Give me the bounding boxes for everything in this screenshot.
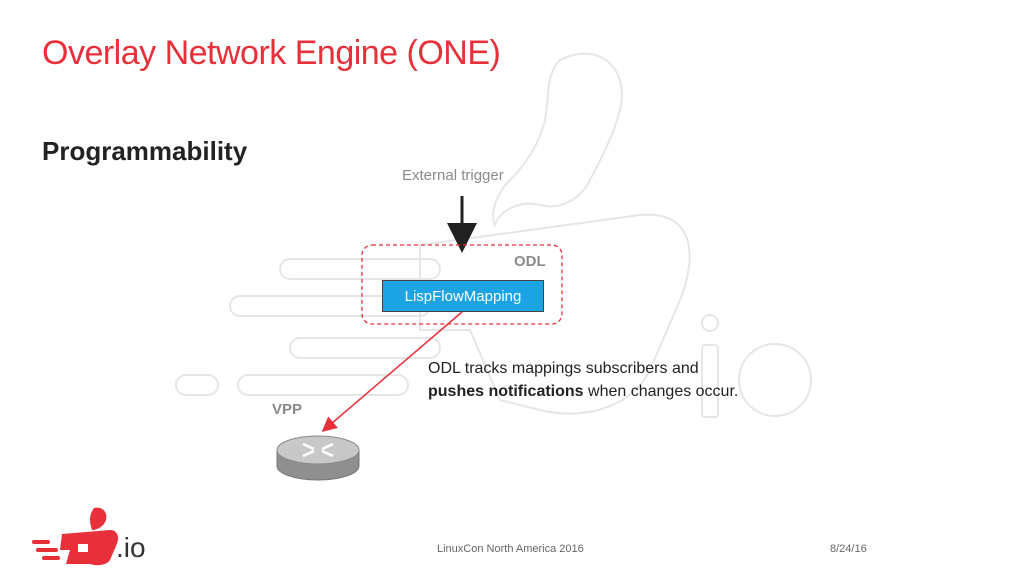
slide-subtitle: Programmability: [42, 136, 248, 166]
vpp-label: VPP: [272, 401, 303, 418]
watermark-f-shape: [419, 213, 691, 415]
watermark-o: [738, 343, 812, 417]
watermark-speed-line: [279, 258, 441, 280]
logo-suffix: .io: [116, 532, 146, 563]
note-line-1: ODL tracks mappings subscribers and: [428, 360, 699, 377]
fdio-logo-icon: [32, 507, 118, 566]
lispflowmapping-box: LispFlowMapping: [382, 280, 544, 312]
odl-label: ODL: [514, 253, 546, 270]
odl-note: ODL tracks mappings subscribers and push…: [428, 357, 738, 403]
notification-arrow: [321, 311, 463, 432]
vpp-router-icon: [276, 435, 360, 481]
footer-event: LinuxCon North America 2016: [437, 543, 584, 555]
watermark-speed-line: [289, 337, 441, 359]
external-trigger-label: External trigger: [402, 167, 504, 184]
note-rest-text: when changes occur.: [583, 383, 739, 400]
footer-date: 8/24/16: [830, 543, 867, 555]
watermark-speed-line: [237, 374, 409, 396]
slide-title: Overlay Network Engine (ONE): [42, 34, 501, 72]
watermark-fox: [492, 52, 623, 228]
watermark-i: [701, 344, 719, 418]
odl-container-box: [361, 244, 563, 325]
watermark-speed-line: [175, 374, 219, 396]
watermark-dot: [701, 314, 719, 332]
note-line-2: pushes notifications when changes occur.: [428, 380, 738, 403]
note-bold-text: pushes notifications: [428, 383, 584, 400]
